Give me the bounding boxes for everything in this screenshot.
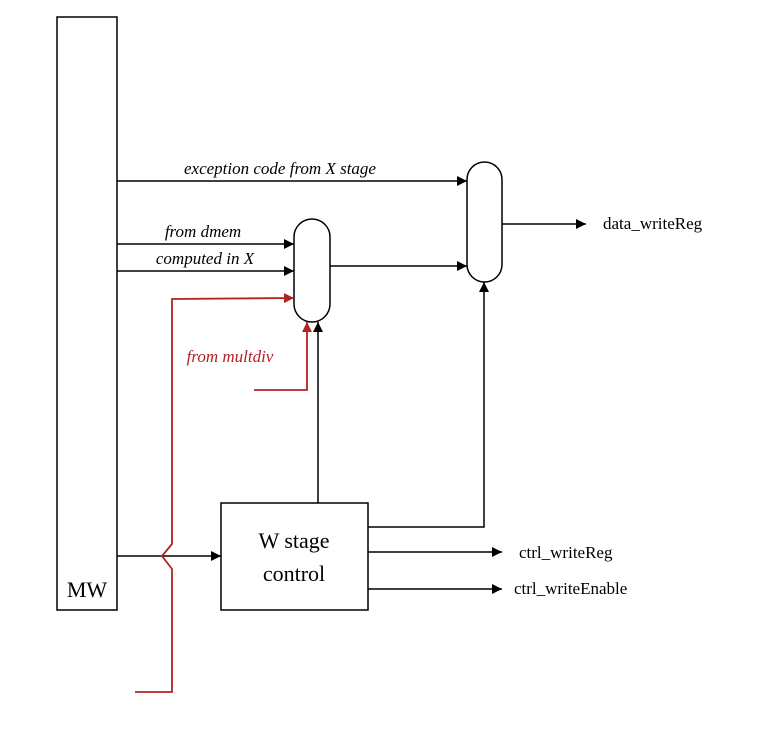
w-stage-label: W stage (258, 528, 329, 553)
dmem-label: from dmem (165, 222, 241, 241)
data-writereg-label: data_writeReg (603, 214, 703, 233)
ctrl-writeenable-label: ctrl_writeEnable (514, 579, 627, 598)
mw-label: MW (67, 577, 108, 602)
exception-code-label: exception code from X stage (184, 159, 376, 178)
multdiv-input-wire (135, 293, 295, 693)
w-stage-control-block (220, 502, 369, 611)
mw-register (56, 16, 118, 611)
control-label: control (263, 561, 325, 586)
mux2-select-wire (368, 282, 489, 528)
mux-2 (466, 161, 503, 283)
multdiv-label: from multdiv (187, 347, 274, 366)
ctrl-writereg-label: ctrl_writeReg (519, 543, 613, 562)
computed-label: computed in X (156, 249, 255, 268)
mux-1 (293, 218, 331, 323)
multdiv-stub-wire (254, 322, 312, 391)
